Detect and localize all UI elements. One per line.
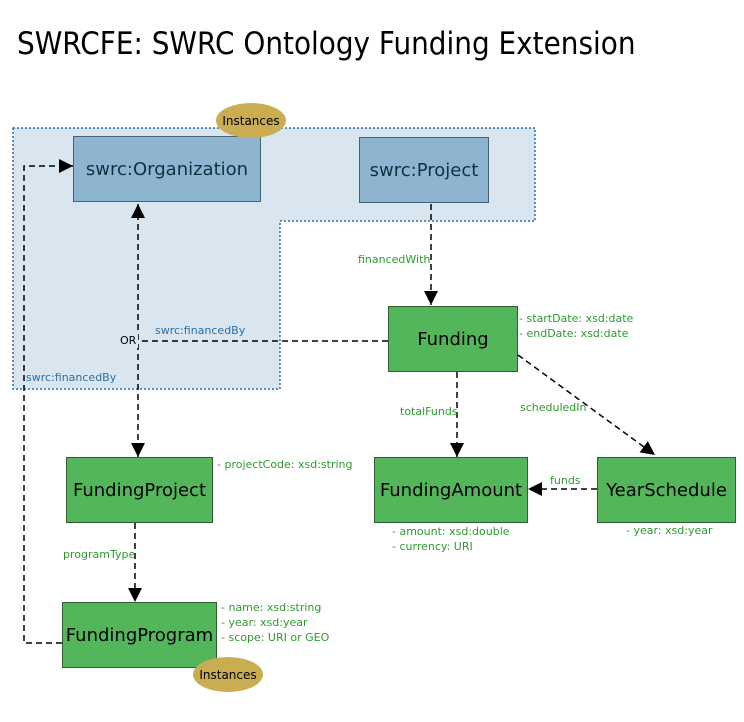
node-funding-project-label: FundingProject [72,479,207,501]
node-funding-amount-label: FundingAmount [379,479,523,501]
attribute-item: - endDate: xsd:date [519,327,629,340]
node-funding[interactable]: Funding [388,306,518,372]
label-program-type: programType [63,548,136,561]
label-or: OR [118,334,139,348]
attributes-funding: - startDate: xsd:date - endDate: xsd:dat… [519,311,633,341]
label-swrc-financed-by-left: swrc:financedBy [26,371,117,384]
attributes-year-schedule: - year: xsd:year [626,523,713,538]
instances-bottom-ellipse[interactable]: Instances [193,657,263,692]
node-funding-program-label: FundingProgram [65,624,214,646]
attribute-item: - currency: URI [392,540,473,553]
node-year-schedule[interactable]: YearSchedule [597,457,736,523]
node-funding-project[interactable]: FundingProject [66,457,213,523]
node-swrc-organization[interactable]: swrc:Organization [73,136,261,202]
node-year-schedule-label: YearSchedule [606,479,727,501]
node-swrc-project-label: swrc:Project [369,159,479,181]
node-funding-program[interactable]: FundingProgram [62,602,217,668]
node-swrc-project[interactable]: swrc:Project [359,137,489,203]
attributes-funding-program: - name: xsd:string - year: xsd:year - sc… [221,600,329,645]
attributes-funding-project: - projectCode: xsd:string [217,457,353,472]
node-funding-label: Funding [417,328,489,350]
attribute-item: - year: xsd:year [626,524,713,537]
attributes-funding-amount: - amount: xsd:double - currency: URI [392,524,510,554]
instances-top-label: Instances [222,113,280,128]
label-total-funds: totalFunds [400,405,458,418]
page-title: SWRCFE: SWRC Ontology Funding Extension [17,26,636,62]
instances-top-ellipse[interactable]: Instances [216,103,286,138]
attribute-item: - startDate: xsd:date [519,312,634,325]
attribute-item: - name: xsd:string [221,601,322,614]
label-financed-with: financedWith [358,253,431,266]
instances-bottom-label: Instances [199,667,257,682]
edge-scheduled-in [517,354,656,456]
label-scheduled-in: scheduledIn [520,401,587,414]
attribute-item: - year: xsd:year [221,616,308,629]
label-funds: funds [550,474,581,487]
label-swrc-financed-by: swrc:financedBy [155,324,246,337]
attribute-item: - projectCode: xsd:string [217,458,353,471]
attribute-item: - scope: URI or GEO [221,631,330,644]
node-swrc-organization-label: swrc:Organization [85,158,249,180]
attribute-item: - amount: xsd:double [392,525,510,538]
node-funding-amount[interactable]: FundingAmount [374,457,528,523]
